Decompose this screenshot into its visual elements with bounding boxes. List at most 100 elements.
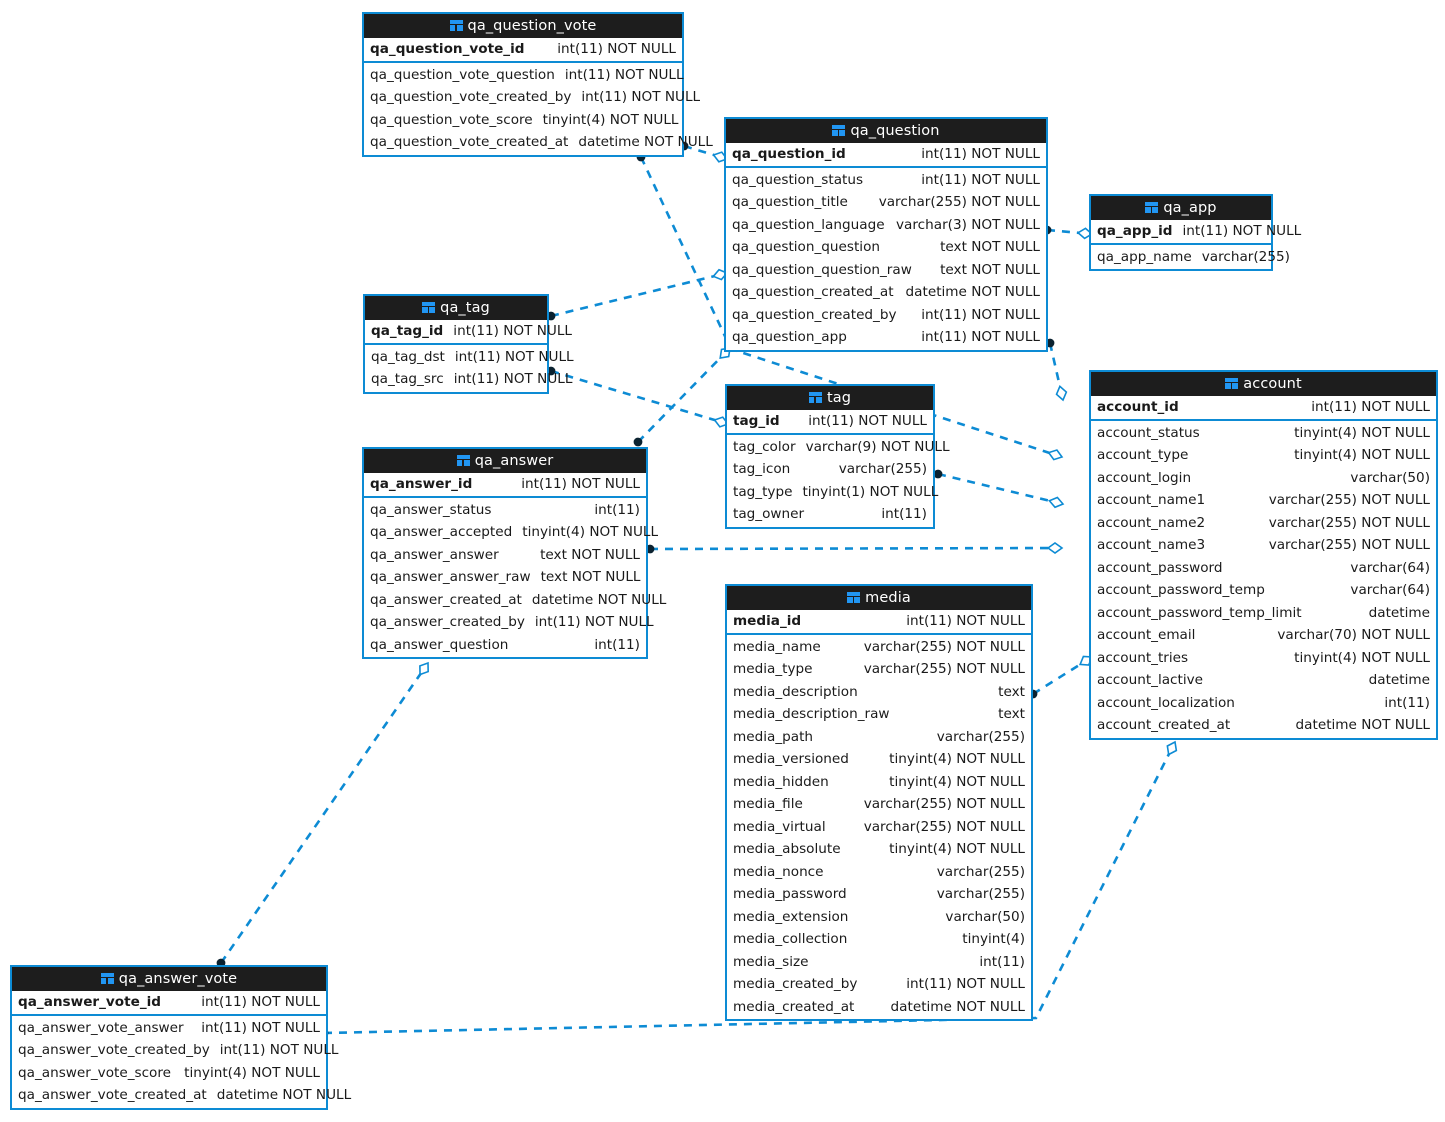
column-type: datetime NOT NULL: [1295, 717, 1430, 733]
table-header-qa_answer[interactable]: qa_answer: [364, 449, 646, 473]
table-header-qa_question_vote[interactable]: qa_question_vote: [364, 14, 682, 38]
table-header-tag[interactable]: tag: [727, 386, 933, 410]
relationship-rel-qanswer-question[interactable]: [633, 344, 734, 447]
column-type: tinyint(4) NOT NULL: [1294, 649, 1430, 666]
table-header-qa_question[interactable]: qa_question: [726, 119, 1046, 143]
relationship-rel-qav-qanswer[interactable]: [216, 660, 433, 968]
relationship-rel-qtag-question[interactable]: [546, 268, 729, 321]
relationship-rel-qtag-tag[interactable]: [546, 366, 730, 429]
table-header-qa_app[interactable]: qa_app: [1091, 196, 1271, 220]
relationship-rel-qanswer-account[interactable]: [645, 541, 1064, 555]
relationship-rel-media-account[interactable]: [1028, 653, 1095, 699]
table-header-media[interactable]: media: [727, 586, 1031, 610]
table-header-qa_answer_vote[interactable]: qa_answer_vote: [12, 967, 326, 991]
table-header-account[interactable]: account: [1091, 372, 1436, 396]
relationship-rel-tag-account[interactable]: [933, 469, 1065, 509]
relationship-rel-question-app[interactable]: [1042, 225, 1094, 240]
relationship-rel-question-account[interactable]: [1045, 338, 1068, 402]
table-header-qa_tag[interactable]: qa_tag: [365, 296, 547, 320]
